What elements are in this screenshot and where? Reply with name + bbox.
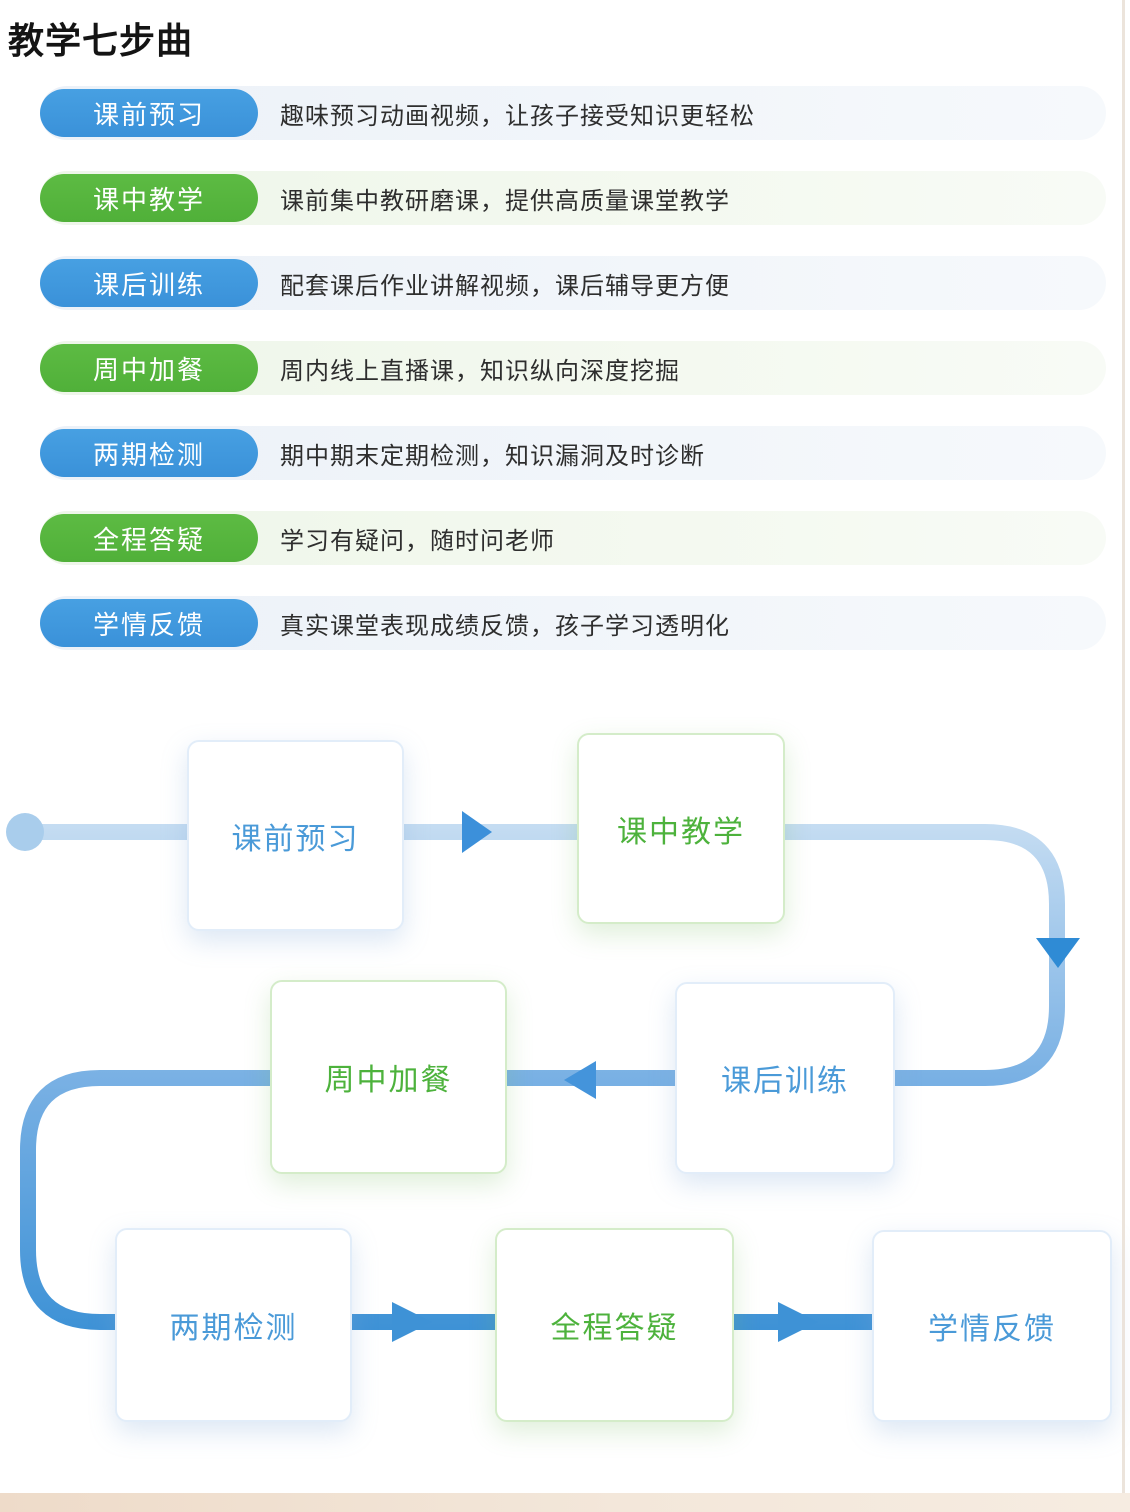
- step-row-after-class: 课后训练 配套课后作业讲解视频，课后辅导更方便: [40, 256, 1106, 310]
- arrow-left-icon: [564, 1061, 596, 1099]
- page-title: 教学七步曲: [8, 20, 194, 61]
- flow-node-exams: 两期检测: [115, 1228, 352, 1422]
- step-row-feedback: 学情反馈 真实课堂表现成绩反馈，孩子学习透明化: [40, 596, 1106, 650]
- page-bottom-band: [0, 1493, 1130, 1512]
- flow-node-feedback: 学情反馈: [872, 1230, 1112, 1422]
- step-row-preview: 课前预习 趣味预习动画视频，让孩子接受知识更轻松: [40, 86, 1106, 140]
- step-desc-midweek: 周内线上直播课，知识纵向深度挖掘: [280, 357, 680, 385]
- step-desc-qa: 学习有疑问，随时问老师: [280, 527, 555, 555]
- step-row-in-class: 课中教学 课前集中教研磨课，提供高质量课堂教学: [40, 171, 1106, 225]
- step-badge-feedback: 学情反馈: [40, 599, 258, 647]
- step-badge-qa: 全程答疑: [40, 514, 258, 562]
- step-desc-feedback: 真实课堂表现成绩反馈，孩子学习透明化: [280, 612, 730, 640]
- arrow-right-icon: [392, 1302, 432, 1342]
- step-row-exams: 两期检测 期中期末定期检测，知识漏洞及时诊断: [40, 426, 1106, 480]
- flow-node-qa: 全程答疑: [495, 1228, 734, 1422]
- flow-node-preview: 课前预习: [187, 740, 404, 931]
- step-desc-exams: 期中期末定期检测，知识漏洞及时诊断: [280, 442, 705, 470]
- step-desc-after-class: 配套课后作业讲解视频，课后辅导更方便: [280, 272, 730, 300]
- arrow-right-icon: [462, 811, 492, 853]
- flow-node-midweek: 周中加餐: [270, 980, 507, 1174]
- step-desc-preview: 趣味预习动画视频，让孩子接受知识更轻松: [280, 102, 755, 130]
- step-badge-exams: 两期检测: [40, 429, 258, 477]
- page-right-edge-divider: [1122, 0, 1125, 1512]
- step-row-midweek: 周中加餐 周内线上直播课，知识纵向深度挖掘: [40, 341, 1106, 395]
- step-badge-after-class: 课后训练: [40, 259, 258, 307]
- step-row-qa: 全程答疑 学习有疑问，随时问老师: [40, 511, 1106, 565]
- flow-node-in-class: 课中教学: [577, 733, 785, 924]
- flow-node-after-class: 课后训练: [675, 982, 895, 1174]
- step-desc-in-class: 课前集中教研磨课，提供高质量课堂教学: [280, 187, 730, 215]
- arrow-down-icon: [1036, 938, 1080, 968]
- arrow-right-icon: [778, 1302, 818, 1342]
- step-badge-midweek: 周中加餐: [40, 344, 258, 392]
- step-badge-preview: 课前预习: [40, 89, 258, 137]
- flow-path: [20, 824, 1065, 1330]
- start-dot-icon: [6, 813, 44, 851]
- step-badge-in-class: 课中教学: [40, 174, 258, 222]
